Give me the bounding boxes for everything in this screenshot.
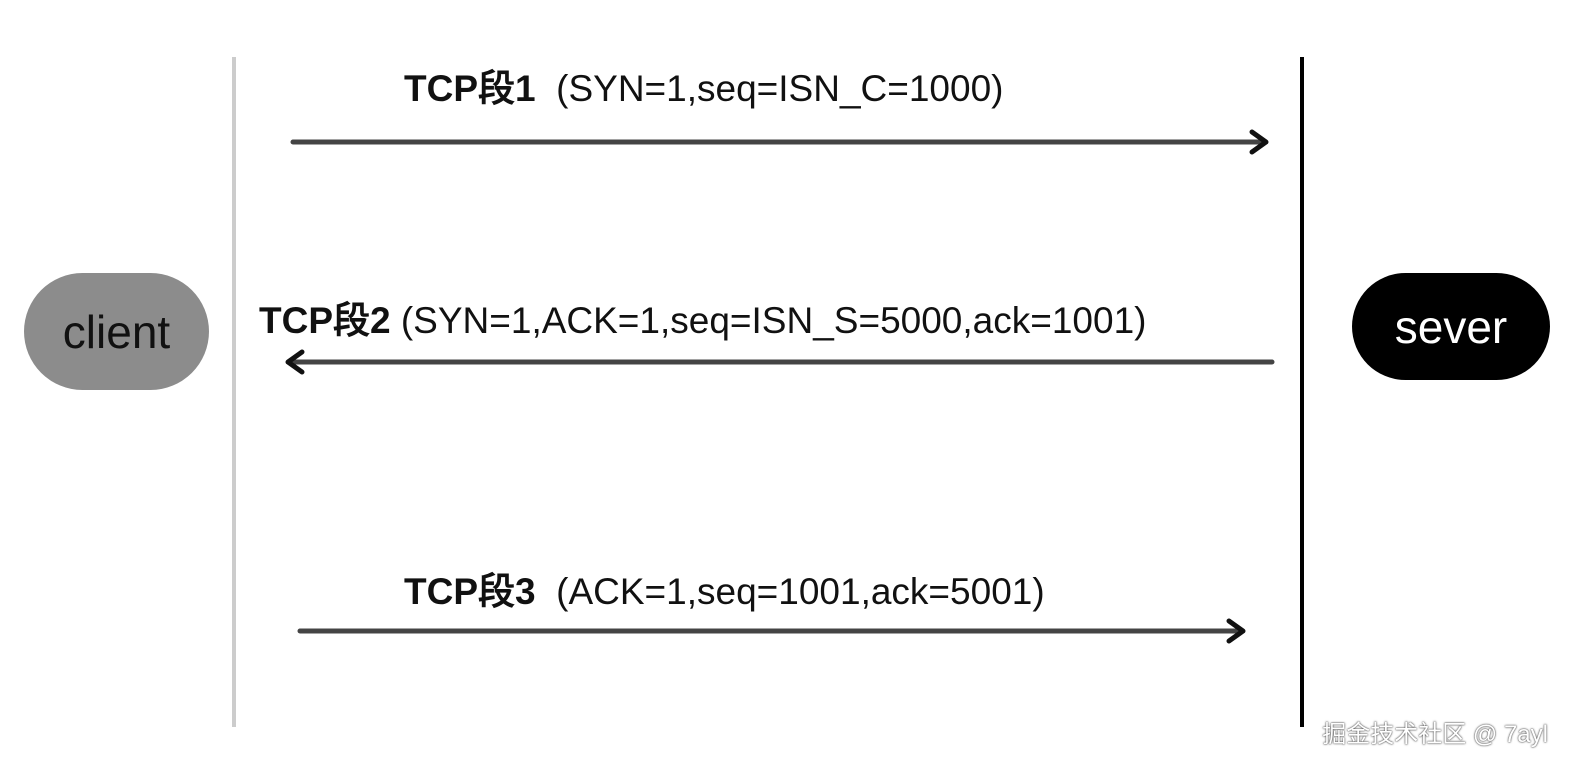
client-label: client: [62, 305, 171, 358]
server-label: sever: [1394, 300, 1508, 353]
segment-name-1: TCP段1: [404, 68, 536, 109]
arrow-1: [290, 129, 1269, 155]
segment-fields-2: (SYN=1,ACK=1,seq=ISN_S=5000,ack=1001): [400, 300, 1147, 341]
segment-name-2: TCP段2: [259, 300, 391, 341]
segment-name-3: TCP段3: [404, 571, 536, 612]
message-label-1: TCP段1 (SYN=1,seq=ISN_C=1000): [404, 70, 1003, 107]
segment-fields-3: (ACK=1,seq=1001,ack=5001): [556, 571, 1045, 612]
arrow-2: [285, 349, 1275, 375]
message-label-2: TCP段2 (SYN=1,ACK=1,seq=ISN_S=5000,ack=10…: [259, 302, 1146, 339]
client-node: client: [24, 273, 209, 390]
arrow-3: [297, 618, 1246, 644]
server-node: sever: [1352, 273, 1550, 380]
watermark: 掘金技术社区 @ 7ayl: [1322, 721, 1548, 748]
message-label-3: TCP段3 (ACK=1,seq=1001,ack=5001): [404, 573, 1045, 610]
segment-fields-1: (SYN=1,seq=ISN_C=1000): [556, 68, 1004, 109]
